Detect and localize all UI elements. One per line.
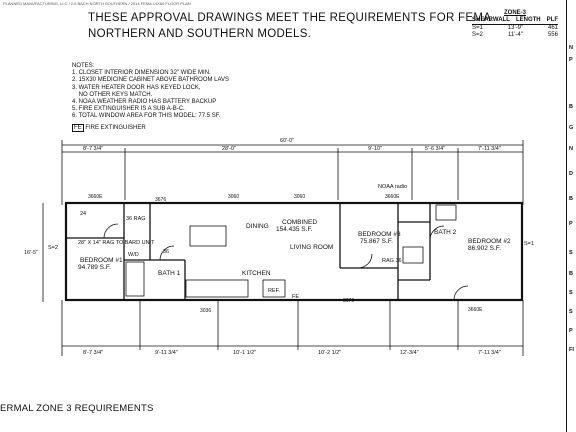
room-living: LIVING ROOM [290, 244, 333, 251]
bottom-dim: 12'-3/4" [400, 350, 419, 356]
sidebar-letter: N [569, 45, 573, 51]
window-label: 3060 [228, 194, 239, 200]
top-dim: 8'-7 3/4" [83, 146, 103, 152]
top-dim: 7'-11 3/4" [478, 146, 501, 152]
zone-cell: 13'-9" [507, 25, 524, 31]
bottom-dim: 10'-1 1/2" [233, 350, 256, 356]
note-item: 2. 15X30 MEDICINE CABINET ABOVE BATHROOM… [72, 77, 230, 84]
zone-cell: 11'-4" [507, 32, 523, 38]
sidebar-letter: FI [569, 347, 574, 353]
closet-rag-label: RAG 36 [382, 258, 402, 264]
room-bath-1: BATH 1 [158, 270, 181, 277]
footer-title: ERMAL ZONE 3 REQUIREMENTS [0, 403, 154, 414]
sidebar-letter: S [569, 290, 573, 296]
room-bedroom-3: BEDROOM #3 [358, 231, 401, 238]
sidebar-letter: D [569, 171, 573, 177]
note-item: 5. FIRE EXTINGUISHER IS A SUB A-B-C. [72, 106, 185, 113]
room-dining: DINING [246, 223, 269, 230]
top-dim: 5'-6 3/4" [425, 146, 445, 152]
note-item: 4. NOAA WEATHER RADIO HAS BATTERY BACKUP [72, 99, 217, 106]
header-line-2: NORTHERN AND SOUTHERN MODELS. [88, 28, 312, 40]
zone-title: ZONE-3 [503, 10, 526, 16]
bottom-dim: 8'-7 3/4" [83, 350, 103, 356]
window-label: 3676 [343, 298, 354, 304]
refrigerator-label: REF. [268, 288, 280, 294]
note-item: 1. CLOSET INTERIOR DIMENSION 32" WIDE MI… [72, 70, 211, 77]
room-bedroom-3-area: 75.867 S.F. [360, 238, 393, 245]
sidebar-letter: P [569, 221, 573, 227]
note-item: NO OTHER KEYS MATCH. [72, 91, 153, 98]
sidebar-letter: S [569, 309, 573, 315]
room-bedroom-1-area: 94.789 S.F. [78, 264, 111, 271]
washer-dryer-label: W/D [128, 252, 139, 258]
room-kitchen: KITCHEN [242, 270, 271, 277]
top-dim: 9'-10" [368, 146, 382, 152]
note-item: 3. WATER HEATER DOOR HAS KEYED LOCK, [72, 84, 201, 91]
shearwall-right: S=1 [524, 241, 534, 247]
window-label: 3676 [155, 197, 166, 203]
fire-extinguisher-label: FE [292, 294, 299, 300]
sidebar-letter: P [569, 57, 573, 63]
zone-cell: S=1 [472, 25, 483, 31]
bottom-dim: 9'-11 3/4" [155, 350, 178, 356]
zone-row: S=1 13'-9" 461 [472, 25, 558, 32]
room-bedroom-2: BEDROOM #2 [468, 238, 511, 245]
closet-rag-label: 36 RAG [126, 216, 146, 222]
note-item: 6. TOTAL WINDOW AREA FOR THIS MODEL: 77.… [72, 113, 221, 120]
door-width-label: 36 [163, 249, 169, 255]
zone-row: S=2 11'-4" 556 [472, 32, 558, 39]
title-block-border [566, 0, 567, 432]
zone-cell: S=2 [472, 32, 483, 38]
sidebar-letter: G [569, 125, 574, 131]
shearwall-table: ZONE-3 SHEARWALL LENGTH PLF S=1 13'-9" 4… [472, 10, 558, 39]
width-dimension: 16'-5" [24, 250, 38, 256]
notes-block: NOTES: 1. CLOSET INTERIOR DIMENSION 32" … [72, 63, 229, 132]
fe-legend: FE FIRE EXTINGUISHER [72, 123, 229, 132]
sidebar-letter: P [569, 328, 573, 334]
header-line-1: THESE APPROVAL DRAWINGS MEET THE REQUIRE… [88, 12, 492, 24]
col-shearwall: SHEARWALL [472, 17, 510, 23]
fe-legend-symbol: FE [72, 123, 84, 132]
room-bath-2: BATH 2 [434, 229, 457, 236]
plot-stamp: PLANNED MANUFACTURING, LLC / 2.5 BACH NO… [3, 1, 191, 6]
sidebar-letter: B [569, 196, 573, 202]
room-combined-area: 154.435 S.F. [276, 226, 313, 233]
shearwall-left: S=2 [48, 245, 58, 251]
sidebar-letter: B [569, 271, 573, 277]
sidebar-letter: N [569, 146, 573, 152]
col-plf: PLF [546, 17, 558, 23]
title-block-letters: N P B G N D B P S B S S P FI [569, 45, 574, 354]
fe-legend-label: FIRE EXTINGUISHER [85, 124, 146, 131]
room-bedroom-2-area: 86.902 S.F. [468, 245, 501, 252]
notes-title: NOTES: [72, 63, 95, 69]
room-bedroom-1: BEDROOM #1 [80, 257, 123, 264]
col-length: LENGTH [515, 17, 541, 23]
closet-width-label: 24 [80, 211, 86, 217]
window-label: 3660E [468, 307, 483, 313]
top-dim: 28'-0" [222, 146, 236, 152]
sidebar-letter: B [569, 104, 573, 110]
bottom-dim: 7'-11 3/4" [478, 350, 501, 356]
window-label: 3660E [385, 194, 400, 200]
rag-label: 28" X 14" RAG TO BARD UNIT [78, 240, 155, 246]
bottom-dim: 10'-2 1/2" [318, 350, 341, 356]
approval-header: THESE APPROVAL DRAWINGS MEET THE REQUIRE… [88, 10, 491, 42]
noaa-radio-label: NOAA radio [378, 184, 407, 190]
zone-cell: 556 [547, 32, 558, 38]
window-label: 3060 [294, 194, 305, 200]
zone-cell: 461 [547, 25, 558, 31]
sidebar-letter: S [569, 250, 573, 256]
overall-dimension: 60'-0" [280, 138, 294, 144]
window-label: 3036 [200, 308, 211, 314]
window-label: 3660E [88, 194, 103, 200]
room-combined: COMBINED [282, 219, 317, 226]
zone-table-header: SHEARWALL LENGTH PLF [472, 17, 558, 25]
